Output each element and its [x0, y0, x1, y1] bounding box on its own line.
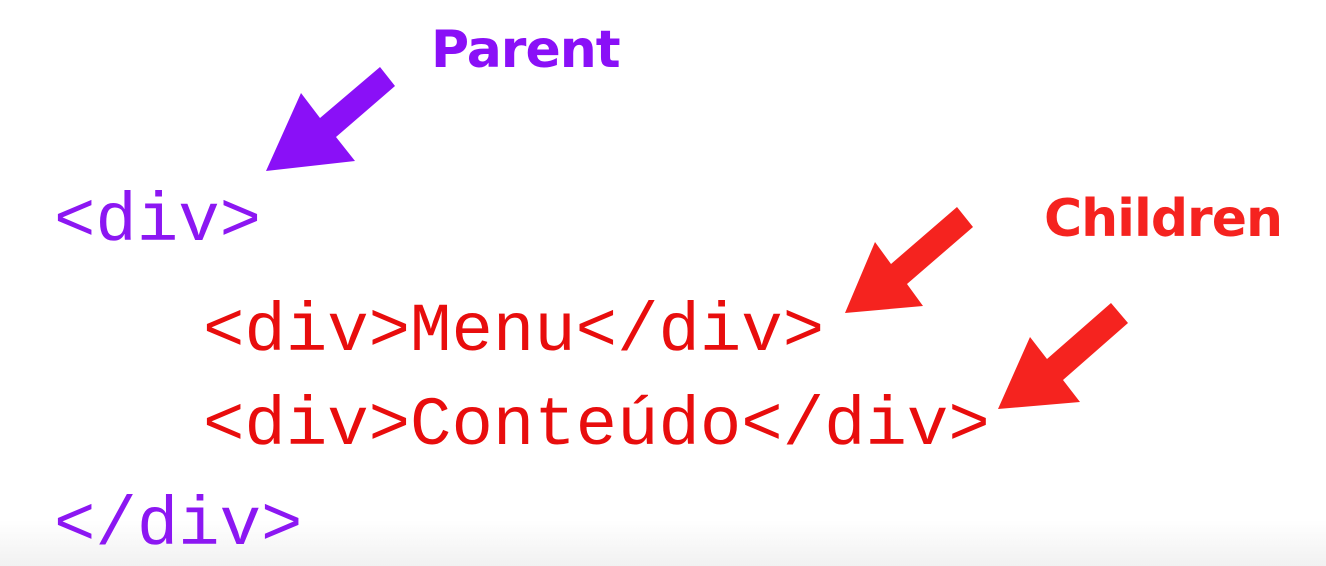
- parent-open-tag: <div>: [54, 183, 262, 261]
- children-label: Children: [1044, 189, 1283, 249]
- child-menu-line: <div>Menu</div>: [203, 293, 825, 371]
- children-arrow-menu: [845, 207, 973, 313]
- children-arrow-content: [998, 303, 1128, 409]
- child-content-line: <div>Conteúdo</div>: [203, 387, 990, 465]
- parent-arrow: [266, 67, 395, 171]
- parent-close-tag: </div>: [54, 487, 303, 565]
- parent-label: Parent: [431, 20, 621, 80]
